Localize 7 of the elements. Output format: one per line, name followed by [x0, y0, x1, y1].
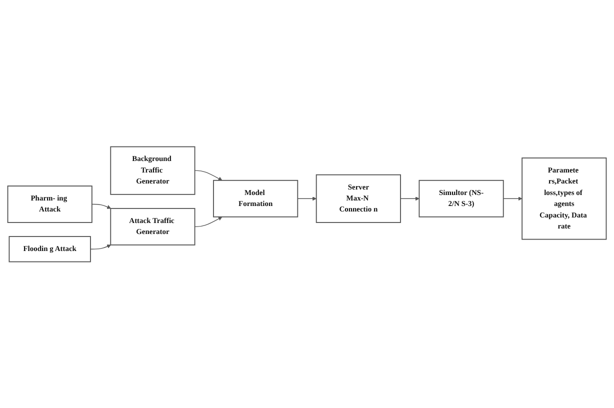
arrow: [194, 170, 222, 180]
arrow: [400, 196, 420, 200]
arrow: [297, 196, 317, 200]
arrow: [92, 204, 112, 209]
arrow: [503, 196, 522, 200]
arrow: [90, 244, 112, 250]
arrow: [194, 216, 222, 227]
